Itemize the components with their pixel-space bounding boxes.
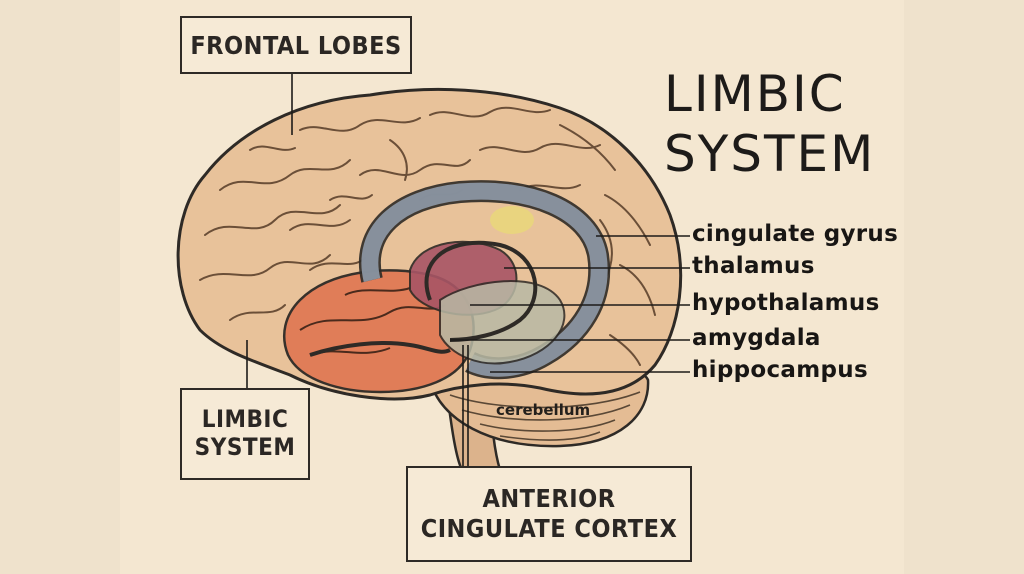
left-band [0, 0, 120, 574]
title-line2: SYSTEM [664, 125, 876, 183]
title-line1: LIMBIC [664, 65, 846, 123]
acc-line2: CINGULATE CORTEX [420, 514, 678, 543]
label-hippocampus: hippocampus [692, 357, 868, 383]
label-cingulate-gyrus: cingulate gyrus [692, 221, 899, 247]
frontal-lobes-box: FRONTAL LOBES [180, 16, 412, 74]
pointer-lines [246, 74, 690, 466]
limbic-system-box: LIMBIC SYSTEM [180, 388, 310, 480]
fornix-loops [309, 240, 538, 357]
label-thalamus: thalamus [692, 253, 815, 279]
label-hypothalamus: hypothalamus [692, 290, 880, 316]
right-band [904, 0, 1024, 574]
label-cerebellum: cerebellum [496, 401, 591, 419]
limbic-box-line1: LIMBIC [201, 405, 289, 434]
label-amygdala: amygdala [692, 325, 821, 351]
yellow-highlight [490, 206, 534, 234]
frontal-lobes-label: FRONTAL LOBES [190, 30, 402, 60]
diagram-title: LIMBIC SYSTEM [664, 64, 875, 184]
limbic-box-line2: SYSTEM [194, 433, 296, 461]
acc-line1: ANTERIOR [482, 484, 616, 513]
anterior-cingulate-cortex-box: ANTERIOR CINGULATE CORTEX [406, 466, 692, 562]
cerebellum-folds [449, 391, 641, 441]
cingulate-gyrus-shape [361, 182, 608, 377]
